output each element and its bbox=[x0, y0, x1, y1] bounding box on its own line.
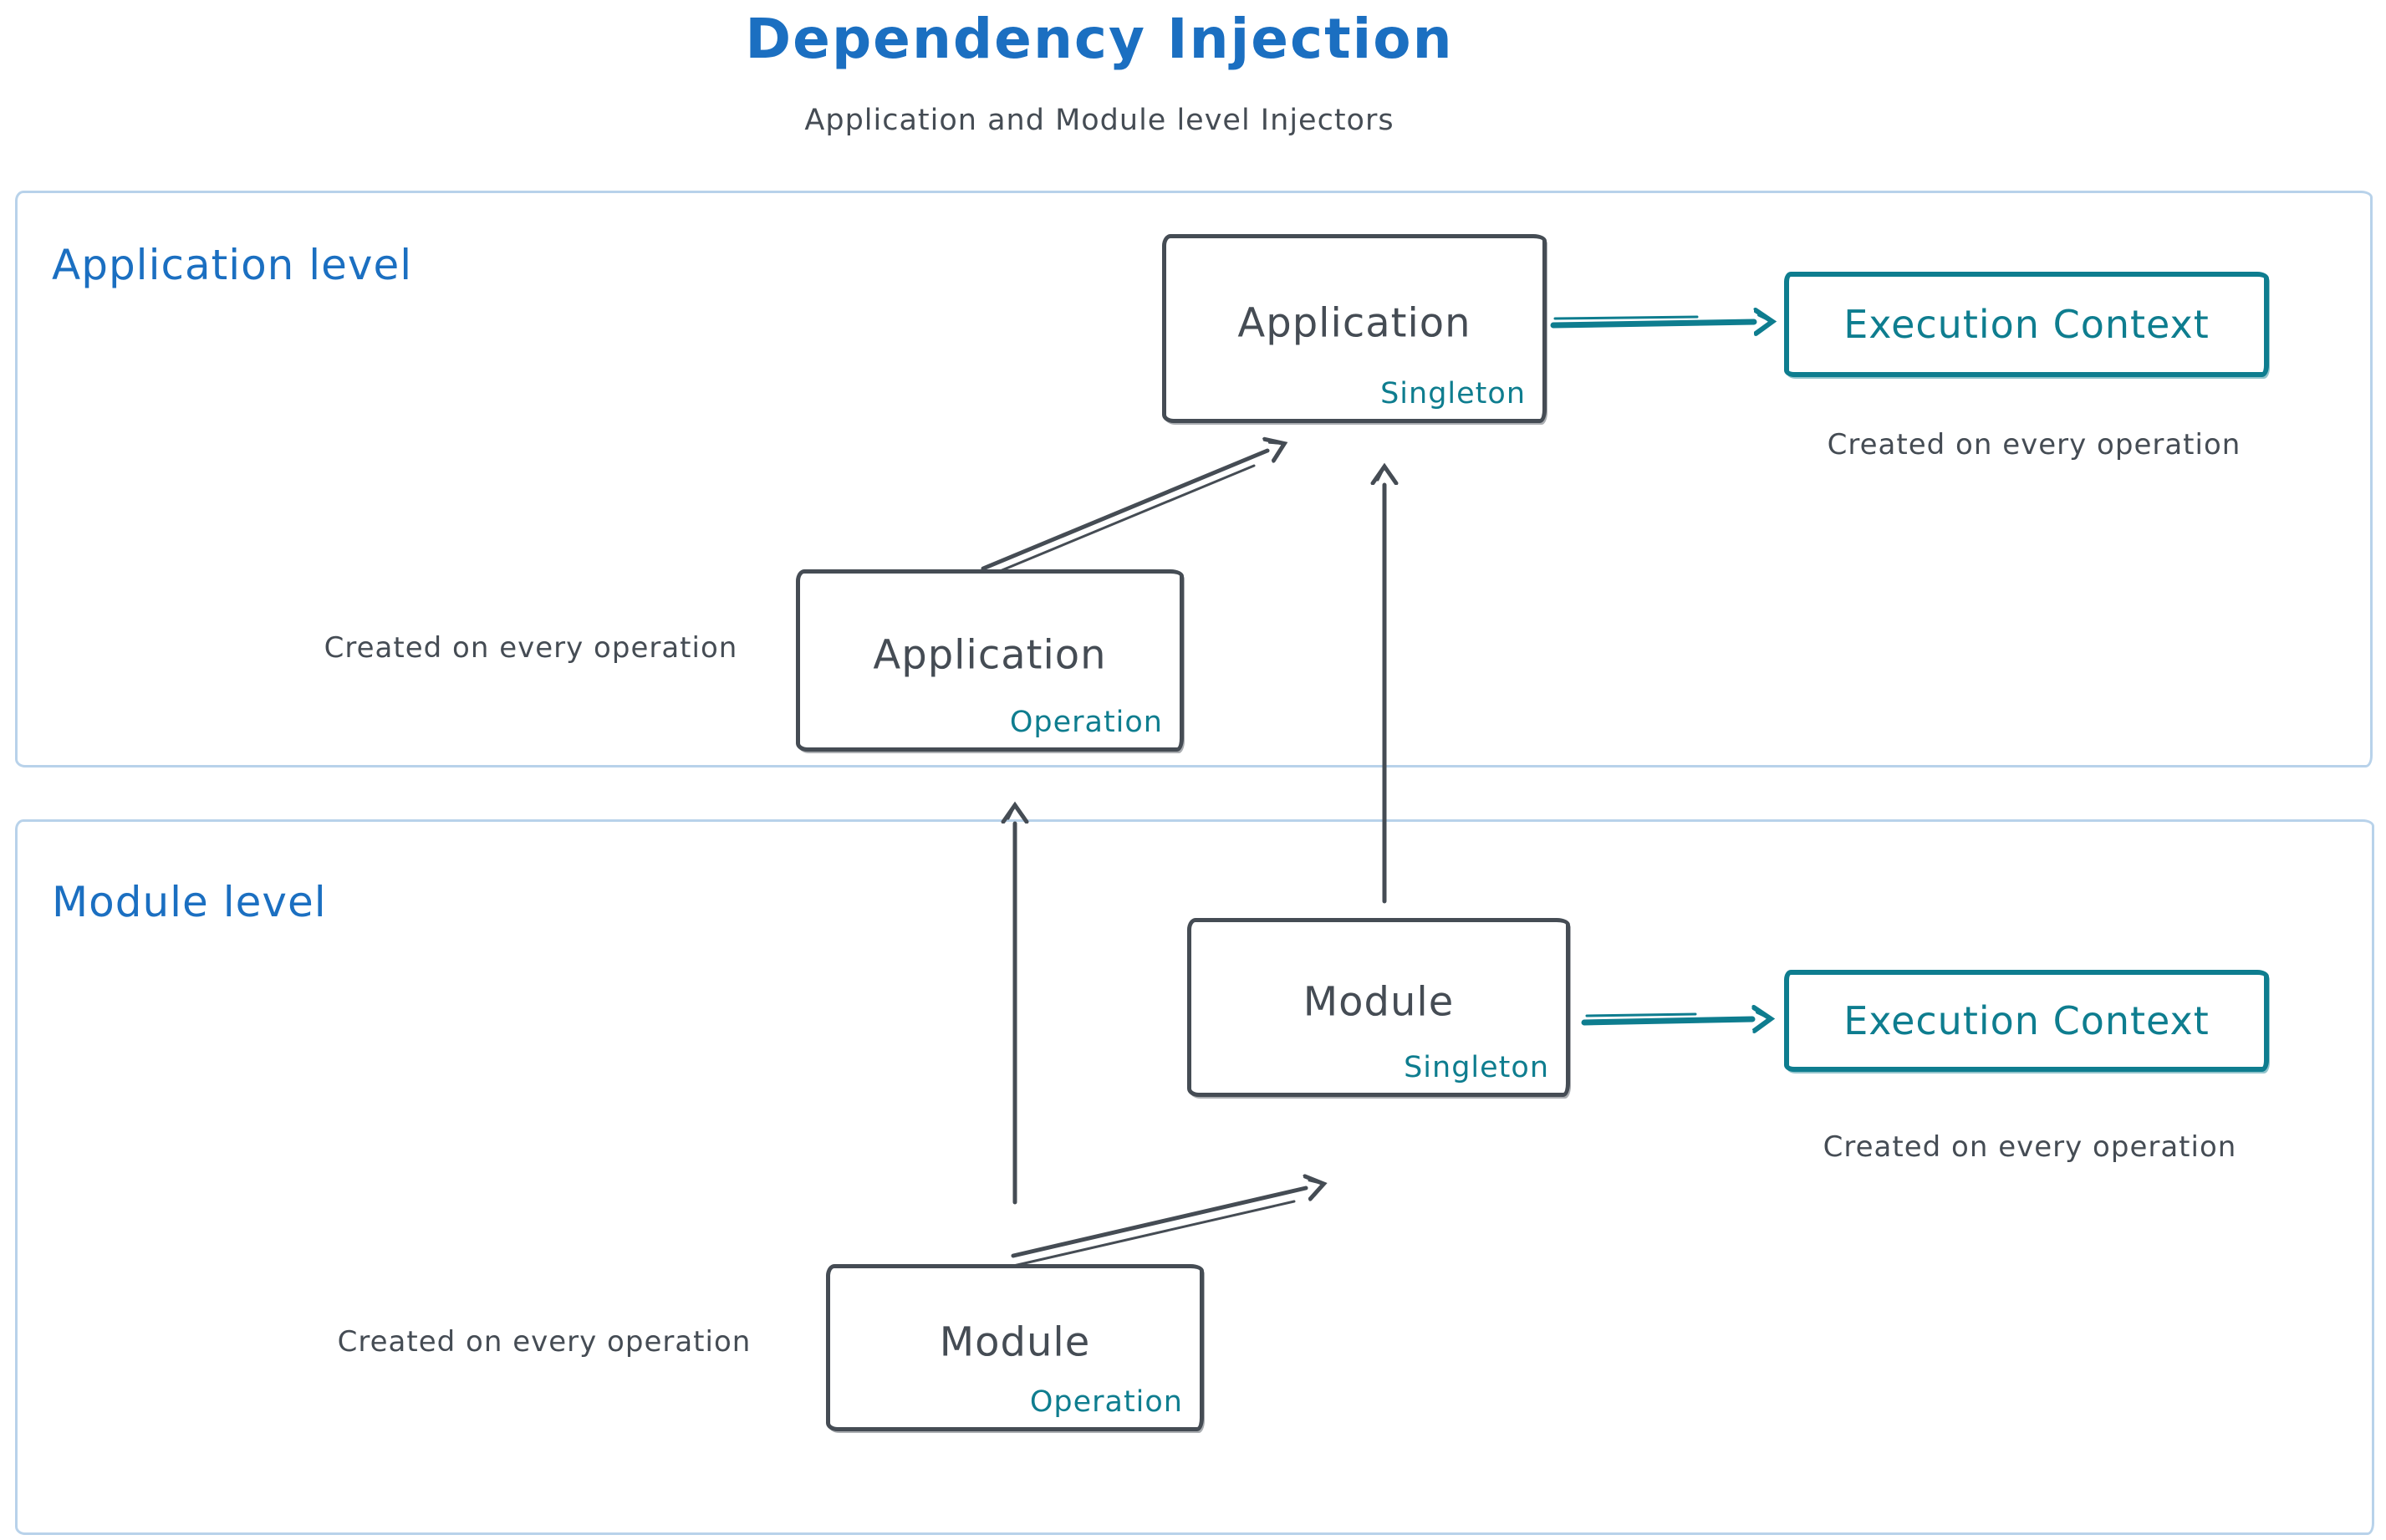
module-operation-scope-badge: Operation bbox=[1029, 1385, 1183, 1419]
application-execution-context-box: Execution Context bbox=[1784, 272, 2269, 377]
application-level-label: Application level bbox=[52, 241, 413, 289]
module-level-label: Module level bbox=[52, 878, 327, 926]
application-singleton-title: Application bbox=[1237, 299, 1471, 347]
module-singleton-title: Module bbox=[1303, 978, 1455, 1026]
module-singleton-box: Module Singleton bbox=[1187, 918, 1570, 1097]
module-operation-caption: Created on every operation bbox=[337, 1325, 752, 1359]
module-singleton-scope-badge: Singleton bbox=[1404, 1051, 1549, 1084]
application-level-container bbox=[15, 191, 2373, 767]
module-operation-title: Module bbox=[939, 1318, 1091, 1366]
application-execution-caption: Created on every operation bbox=[1827, 428, 2241, 461]
module-execution-caption: Created on every operation bbox=[1823, 1130, 2237, 1164]
application-singleton-scope-badge: Singleton bbox=[1380, 377, 1526, 410]
application-operation-box: Application Operation bbox=[796, 569, 1184, 752]
diagram-subtitle: Application and Module level Injectors bbox=[804, 104, 1394, 137]
application-operation-caption: Created on every operation bbox=[324, 631, 738, 665]
module-execution-context-box: Execution Context bbox=[1784, 970, 2269, 1072]
module-execution-context-label: Execution Context bbox=[1843, 998, 2210, 1043]
diagram-title: Dependency Injection bbox=[745, 7, 1454, 71]
application-execution-context-label: Execution Context bbox=[1843, 302, 2210, 347]
application-operation-title: Application bbox=[873, 631, 1107, 679]
module-level-container bbox=[15, 819, 2374, 1535]
module-operation-box: Module Operation bbox=[826, 1264, 1204, 1431]
application-operation-scope-badge: Operation bbox=[1009, 706, 1163, 739]
application-singleton-box: Application Singleton bbox=[1162, 234, 1547, 423]
